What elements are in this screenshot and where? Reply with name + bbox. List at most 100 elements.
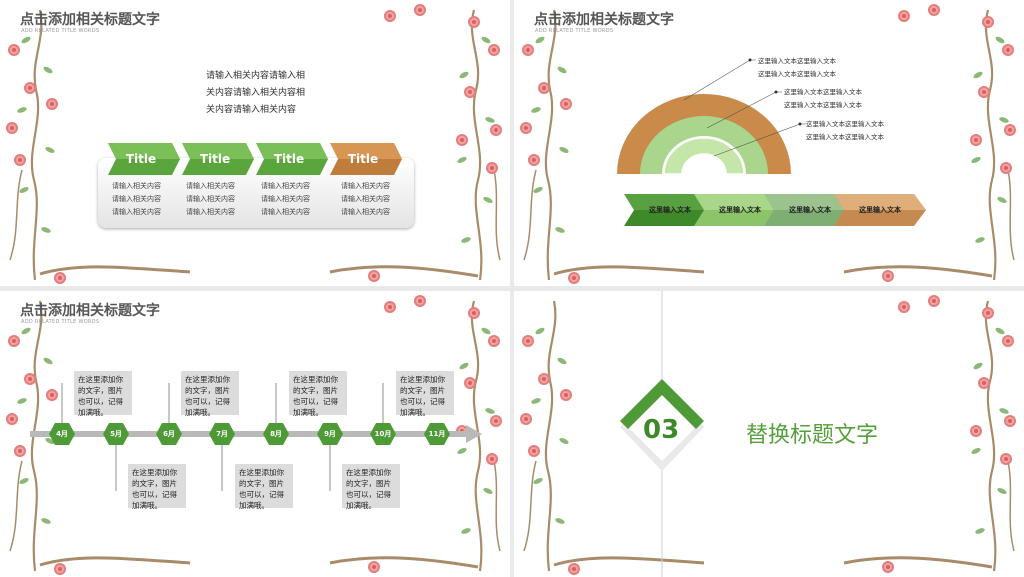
note-3: 这里输入文本这里输入文本 这里输入文本这里输入文本 — [806, 118, 884, 144]
note-line: 这里输入文本这里输入文本 — [784, 101, 862, 109]
arrow-step-2[interactable]: 这里输入文本 — [694, 194, 786, 226]
month-marker-9[interactable]: 9月 — [317, 423, 343, 445]
step-line: 请输入相关内容 — [341, 195, 390, 203]
textbox-line: 在这里添加你 — [239, 468, 284, 477]
slide-subtitle: ADD RELATED TITLE WORDS — [21, 28, 100, 34]
textbox-line: 也可以，记得 — [78, 397, 123, 406]
textbox-line: 加满哦。 — [78, 408, 108, 417]
step-line: 请输入相关内容 — [341, 208, 390, 216]
step-title: Title — [347, 152, 379, 166]
slide-3[interactable]: 点击添加相关标题文字 ADD RELATED TITLE WORDS 4月 5月… — [0, 291, 510, 577]
textbox-line: 在这里添加你 — [293, 375, 338, 384]
textbox-line: 的文字，图片 — [78, 386, 123, 395]
textbox-line: 在这里添加你 — [346, 468, 391, 477]
arrow-label: 这里输入文本 — [859, 206, 901, 214]
leader-line — [683, 59, 756, 101]
note-line: 这里输入文本这里输入文本 — [784, 88, 862, 96]
timeline-textbox: 在这里添加你 的文字，图片 也可以，记得 加满哦。 — [181, 371, 239, 417]
month-label: 5月 — [110, 430, 122, 438]
step-line: 请输入相关内容 — [261, 182, 310, 190]
step-chevron-1[interactable]: Title — [108, 143, 180, 175]
slide-1[interactable]: 点击添加相关标题文字 ADD RELATED TITLE WORDS 请输入相关… — [0, 0, 510, 286]
arrow-step-1[interactable]: 这里输入文本 — [624, 194, 716, 226]
textbox-line: 也可以，记得 — [346, 490, 391, 499]
textbox-line: 加满哦。 — [293, 408, 323, 417]
arc-diagram — [617, 58, 806, 175]
section-badge — [620, 291, 704, 577]
textbox-line: 的文字，图片 — [346, 479, 391, 488]
step-line: 请输入相关内容 — [112, 208, 161, 216]
timeline-textbox: 在这里添加你 的文字，图片 也可以，记得 加满哦。 — [235, 464, 293, 510]
step-line: 请输入相关内容 — [186, 182, 235, 190]
month-label: 6月 — [163, 430, 175, 438]
textbox-line: 也可以，记得 — [400, 397, 445, 406]
textbox-line: 的文字，图片 — [400, 386, 445, 395]
step-line: 请输入相关内容 — [112, 195, 161, 203]
step-title: Title — [273, 152, 305, 166]
textbox-line: 在这里添加你 — [400, 375, 445, 384]
step-text-4: 请输入相关内容 请输入相关内容 请输入相关内容 — [341, 180, 390, 219]
timeline-line — [30, 383, 482, 491]
textbox-line: 的文字，图片 — [132, 479, 177, 488]
month-label: 9月 — [324, 430, 336, 438]
step-chevron-4[interactable]: Title — [330, 143, 402, 175]
step-chevron-3[interactable]: Title — [256, 143, 328, 175]
arc-inner — [663, 137, 745, 175]
note-2: 这里输入文本这里输入文本 这里输入文本这里输入文本 — [784, 86, 862, 112]
arrow-step-4[interactable]: 这里输入文本 — [834, 194, 926, 226]
paragraph-line: 关内容请输入相关内容相 — [206, 88, 306, 98]
content-paragraph: 请输入相关内容请输入相 关内容请输入相关内容相 关内容请输入相关内容 — [206, 68, 305, 119]
month-marker-8[interactable]: 8月 — [263, 423, 289, 445]
textbox-line: 在这里添加你 — [132, 468, 177, 477]
timeline-textbox: 在这里添加你 的文字，图片 也可以，记得 加满哦。 — [74, 371, 132, 417]
slide-subtitle: ADD RELATED TITLE WORDS — [21, 319, 100, 325]
month-label: 8月 — [270, 430, 282, 438]
slide-2[interactable]: 点击添加相关标题文字 ADD RELATED TITLE WORDS 这里输入文… — [514, 0, 1024, 286]
arc-outer — [617, 94, 791, 174]
slide-subtitle: ADD RELATED TITLE WORDS — [535, 28, 614, 34]
month-marker-7[interactable]: 7月 — [209, 423, 235, 445]
arrow-label: 这里输入文本 — [789, 206, 831, 214]
slide-title: 点击添加相关标题文字 — [20, 303, 160, 319]
step-line: 请输入相关内容 — [261, 195, 310, 203]
floral-border — [0, 0, 510, 286]
textbox-line: 也可以，记得 — [132, 490, 177, 499]
step-line: 请输入相关内容 — [112, 182, 161, 190]
note-line: 这里输入文本这里输入文本 — [758, 70, 836, 78]
textbox-line: 的文字，图片 — [185, 386, 230, 395]
section-heading[interactable]: 替换标题文字 — [746, 423, 879, 448]
textbox-line: 加满哦。 — [132, 501, 162, 510]
textbox-line: 在这里添加你 — [78, 375, 123, 384]
textbox-line: 也可以，记得 — [239, 490, 284, 499]
month-marker-10[interactable]: 10月 — [370, 423, 396, 445]
timeline-textbox: 在这里添加你 的文字，图片 也可以，记得 加满哦。 — [128, 464, 186, 510]
note-line: 这里输入文本这里输入文本 — [806, 120, 884, 128]
step-chevron-2[interactable]: Title — [182, 143, 254, 175]
textbox-line: 加满哦。 — [239, 501, 269, 510]
paragraph-line: 关内容请输入相关内容 — [206, 105, 297, 115]
textbox-line: 加满哦。 — [185, 408, 215, 417]
step-text-3: 请输入相关内容 请输入相关内容 请输入相关内容 — [261, 180, 310, 219]
arrow-step-3[interactable]: 这里输入文本 — [764, 194, 856, 226]
slide-title: 点击添加相关标题文字 — [534, 12, 674, 28]
month-marker-11[interactable]: 11月 — [424, 423, 450, 445]
month-label: 10月 — [374, 430, 392, 438]
textbox-line: 的文字，图片 — [293, 386, 338, 395]
textbox-line: 也可以，记得 — [185, 397, 230, 406]
timeline-textbox: 在这里添加你 的文字，图片 也可以，记得 加满哦。 — [342, 464, 400, 510]
step-title: Title — [199, 152, 231, 166]
arrow-label: 这里输入文本 — [649, 206, 691, 214]
month-label: 7月 — [216, 430, 228, 438]
step-text-2: 请输入相关内容 请输入相关内容 请输入相关内容 — [186, 180, 235, 219]
month-marker-4[interactable]: 4月 — [49, 423, 75, 445]
note-line: 这里输入文本这里输入文本 — [758, 57, 836, 65]
step-line: 请输入相关内容 — [261, 208, 310, 216]
step-text-1: 请输入相关内容 请输入相关内容 请输入相关内容 — [112, 180, 161, 219]
section-number: 03 — [643, 415, 680, 445]
step-title: Title — [125, 152, 157, 166]
textbox-line: 的文字，图片 — [239, 479, 284, 488]
month-marker-6[interactable]: 6月 — [156, 423, 182, 445]
month-marker-5[interactable]: 5月 — [103, 423, 129, 445]
slide-4[interactable]: 03 替换标题文字 — [514, 291, 1024, 577]
step-line: 请输入相关内容 — [341, 182, 390, 190]
